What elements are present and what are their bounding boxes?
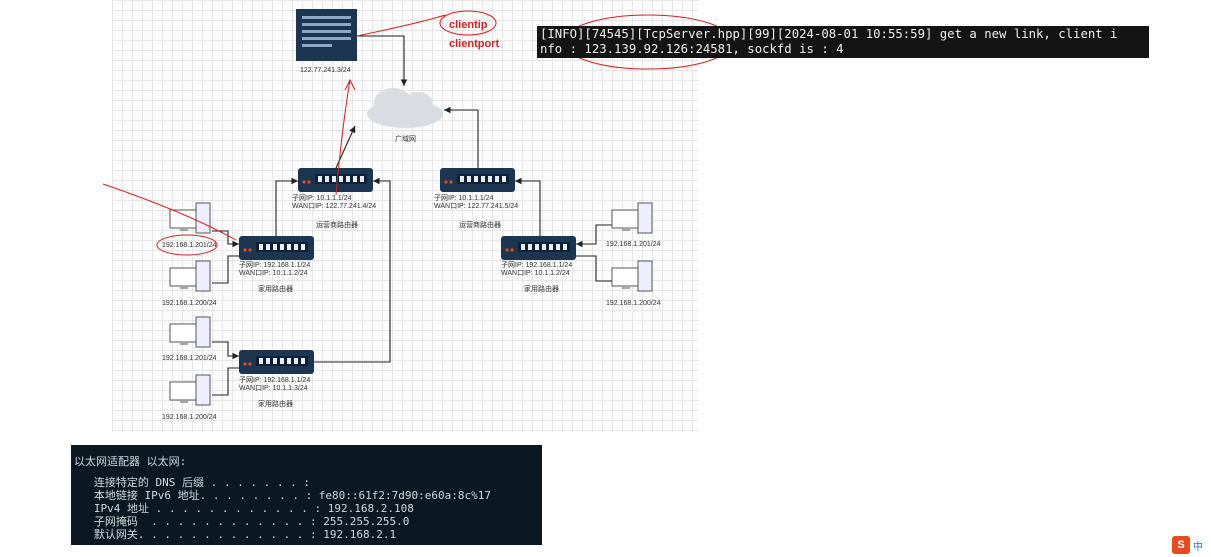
home-router-2-name: 家用路由器 [258,399,293,408]
log-line-2: nfo : 123.139.92.126:24581, sockfd is : … [540,42,844,56]
pc-icon [169,202,211,234]
home-router-3-lan: 子网IP: 192.168.1.1/24 [501,261,572,269]
pc-icon [169,260,211,292]
home-router-3-name: 家用路由器 [524,284,559,293]
ipconfig-row: IPv4 地址 . . . . . . . . . . . . : 192.16… [74,502,414,515]
ipconfig-terminal: 以太网适配器 以太网: 连接特定的 DNS 后缀 . . . . . . . :… [71,445,542,545]
host-label: 192.168.1.201/24 [606,241,661,248]
isp-router-1-name: 运营商路由器 [316,220,358,229]
host-label: 192.168.1.201/24 [162,355,217,362]
diagram-grid-background [112,0,698,432]
clientip-annotation: clientip [449,19,488,31]
pc-icon [169,374,211,406]
home-router-2-lan: 子网IP: 192.168.1.1/24 [239,376,310,384]
ipconfig-row: 默认网关. . . . . . . . . . . . . : 192.168.… [74,528,397,541]
home-router-3 [501,236,576,260]
ipconfig-header: 以太网适配器 以太网: [74,455,187,468]
server-ip-label: 122.77.241.3/24 [300,67,351,74]
ime-language-indicator[interactable]: 中 [1193,542,1203,553]
pc-icon [611,202,653,234]
host-label: 192.168.1.200/24 [162,300,217,307]
ipconfig-row: 本地链接 IPv6 地址. . . . . . . . : fe80::61f2… [74,489,491,502]
home-router-1-lan: 子网IP: 192.168.1.1/24 [239,261,310,269]
host-label: 192.168.1.201/24 [162,242,217,249]
pc-icon [611,260,653,292]
host-label: 192.168.1.200/24 [606,300,661,307]
pc-icon [169,316,211,348]
server-log-terminal: [INFO][74545][TcpServer.hpp][99][2024-08… [537,26,1149,58]
server-icon [296,9,357,61]
isp-router-2 [440,168,515,192]
home-router-2-wan: WAN口IP: 10.1.1.3/24 [239,384,308,392]
home-router-2 [239,350,314,374]
ipconfig-row: 子网掩码 . . . . . . . . . . . . : 255.255.2… [74,515,410,528]
ipconfig-row: 连接特定的 DNS 后缀 . . . . . . . : [74,476,310,489]
isp-router-2-name: 运营商路由器 [459,220,501,229]
home-router-3-wan: WAN口IP: 10.1.1.2/24 [501,269,570,277]
log-line-1: [INFO][74545][TcpServer.hpp][99][2024-08… [540,27,1118,41]
clientport-annotation: clientport [449,38,499,50]
isp-router-1-lan: 子网IP: 10.1.1.1/24 [292,194,352,202]
cloud-label: 广域网 [395,134,416,143]
cloud-icon [367,88,443,128]
ime-logo-icon[interactable]: S [1172,536,1190,554]
isp-router-2-lan: 子网IP: 10.1.1.1/24 [434,194,494,202]
home-router-1-name: 家用路由器 [258,284,293,293]
home-router-1-wan: WAN口IP: 10.1.1.2/24 [239,269,308,277]
isp-router-1 [298,168,373,192]
isp-router-1-wan: WAN口IP: 122.77.241.4/24 [292,202,376,210]
isp-router-2-wan: WAN口IP: 122.77.241.5/24 [434,202,518,210]
host-label: 192.168.1.200/24 [162,414,217,421]
home-router-1 [239,236,314,260]
